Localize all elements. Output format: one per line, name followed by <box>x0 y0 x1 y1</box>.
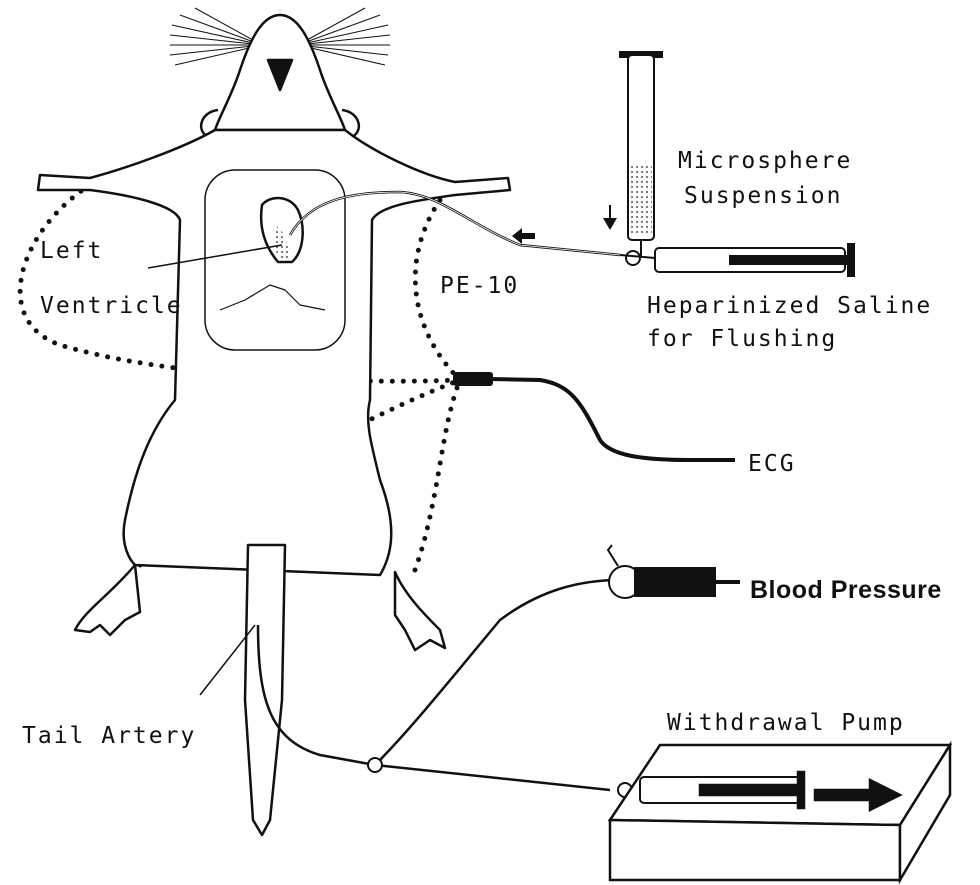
label-blood-pressure: Blood Pressure <box>750 578 942 603</box>
label-pe10: PE-10 <box>440 275 519 298</box>
ecg-cable <box>453 372 735 460</box>
flow-arrows <box>512 205 617 244</box>
label-flushing: for Flushing <box>647 328 837 351</box>
label-left: Left <box>40 240 103 263</box>
label-heparinized: Heparinized Saline <box>647 295 932 318</box>
rat-tail <box>245 545 285 835</box>
label-microsphere: Microsphere <box>678 150 852 173</box>
stopcock-tail <box>368 758 382 772</box>
flushing-syringe <box>620 244 854 276</box>
bp-transducer <box>608 545 740 598</box>
rat <box>38 8 510 835</box>
rat-hindfoot-left <box>75 565 140 635</box>
label-suspension: Suspension <box>684 185 842 208</box>
left-arrow <box>512 228 535 244</box>
tail-catheter <box>258 625 610 790</box>
lead-right-hindleg <box>415 380 460 570</box>
microsphere-syringe <box>620 52 662 258</box>
withdrawal-pump <box>610 745 950 880</box>
label-withdrawal-pump: Withdrawal Pump <box>667 712 905 735</box>
label-ventricle: Ventricle <box>40 295 183 318</box>
rat-hindfoot-right <box>395 572 445 650</box>
down-arrow <box>603 205 617 230</box>
pump-front <box>610 820 900 880</box>
label-tail-artery: Tail Artery <box>22 725 196 748</box>
label-ecg: ECG <box>748 453 796 476</box>
